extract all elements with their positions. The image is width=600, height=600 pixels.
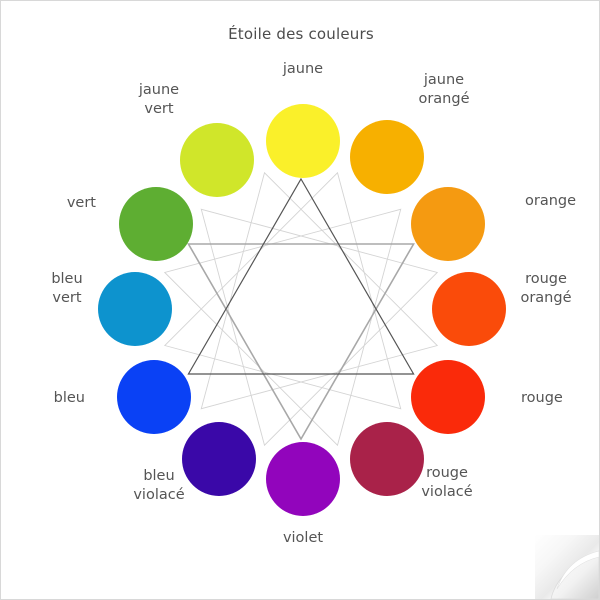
color-label-jaune-vert: jaune vert <box>138 82 180 117</box>
secondary-triangle <box>187 243 415 441</box>
color-swatch-rouge[interactable] <box>411 360 485 434</box>
color-swatch-jaune-orange[interactable] <box>350 120 424 194</box>
color-label-orange: orange <box>525 192 577 209</box>
color-swatch-orange[interactable] <box>411 187 485 261</box>
color-swatch-bleu-vert[interactable] <box>98 272 172 346</box>
color-swatch-jaune-vert[interactable] <box>180 123 254 197</box>
color-label-jaune-orange: jaune orangé <box>418 72 470 107</box>
color-label-violet: violet <box>282 529 324 546</box>
color-label-bleu: bleu <box>53 389 85 406</box>
color-label-bleu-vert: bleu vert <box>51 271 83 306</box>
tertiary-triangle-4 <box>163 171 402 410</box>
tertiary-triangle-1 <box>200 171 439 410</box>
color-label-bleu-violace: bleu violacé <box>133 468 185 503</box>
color-label-rouge: rouge <box>521 389 563 406</box>
tertiary-triangle-2 <box>200 208 439 447</box>
color-swatch-group <box>98 104 506 516</box>
color-label-rouge-violace: rouge violacé <box>421 465 473 500</box>
color-label-rouge-orange: rouge orangé <box>520 271 572 306</box>
tertiary-triangle-3 <box>163 208 402 447</box>
color-label-jaune: jaune <box>282 60 324 77</box>
color-swatch-rouge-orange[interactable] <box>432 272 506 346</box>
color-swatch-bleu-violace[interactable] <box>182 422 256 496</box>
color-swatch-violet[interactable] <box>266 442 340 516</box>
color-swatch-rouge-violace[interactable] <box>350 422 424 496</box>
page-title: Étoile des couleurs <box>228 25 374 43</box>
color-swatch-vert[interactable] <box>119 187 193 261</box>
color-swatch-bleu[interactable] <box>117 360 191 434</box>
primary-triangle <box>187 177 415 375</box>
star-line-group <box>163 171 439 447</box>
color-swatch-jaune[interactable] <box>266 104 340 178</box>
color-label-vert: vert <box>66 194 96 211</box>
